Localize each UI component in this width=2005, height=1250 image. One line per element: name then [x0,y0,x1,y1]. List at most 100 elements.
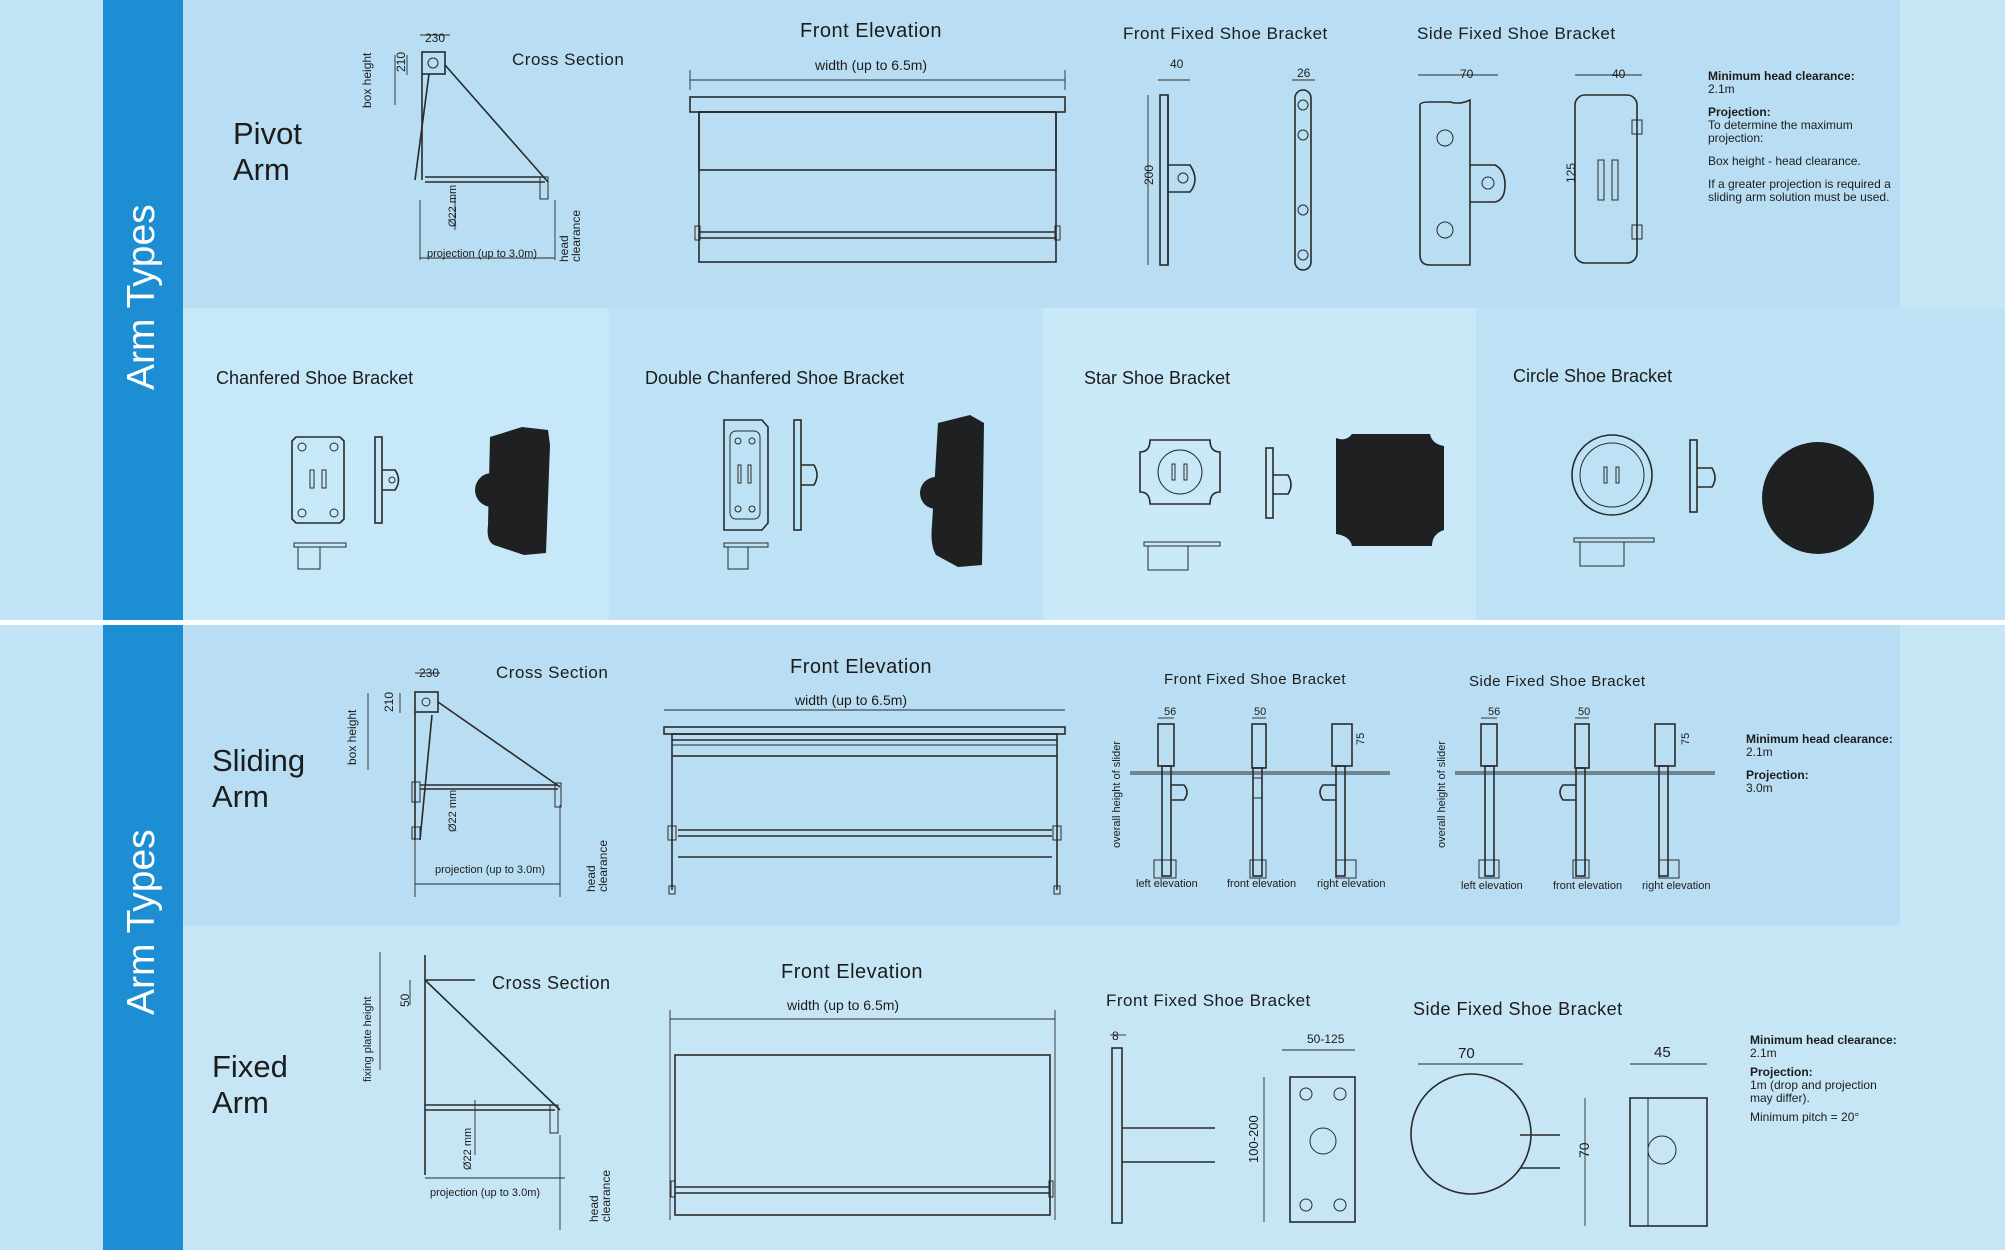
pivot-note-min-head-value: 2.1m [1708,82,1735,96]
fixed-dim-50: 50 [398,993,412,1007]
sliding-front-elevation-drawing [663,709,1066,895]
fixed-plate-height: fixing plate height [362,996,374,1082]
fixed-front-bracket-drawing [1110,1034,1356,1224]
pivot-note-projection-title: Projection: [1708,105,1771,119]
pivot-dim-125: 125 [1564,162,1578,183]
fixed-dim-50-125: 50-125 [1307,1032,1345,1046]
sliding-width-label: width (up to 6.5m) [795,692,908,708]
fixed-dim-70b: 70 [1576,1142,1592,1158]
fixed-note-projection-text: 1m (drop and projection may differ). [1750,1078,1877,1105]
pivot-dim-200: 200 [1142,164,1156,185]
fixed-side-bracket-title: Side Fixed Shoe Bracket [1413,999,1623,1019]
fixed-notes: Minimum head clearance:2.1m Projection:1… [1750,1034,1900,1134]
pivot-note-greater: If a greater projection is required a sl… [1708,177,1891,204]
fixed-panel [183,925,2005,1250]
circle-bracket-drawing [1571,434,1874,567]
sliding-front-elevation: front elevation [1227,878,1297,890]
fixed-front-elevation-drawing [669,1010,1056,1220]
sliding-side-right-elevation: right elevation [1642,880,1711,892]
pivot-dim-40: 40 [1170,57,1184,71]
sidebar-bottom [103,625,183,1250]
fixed-note-min-head-title: Minimum head clearance: [1750,1033,1897,1047]
fixed-front-bracket-title: Front Fixed Shoe Bracket [1106,991,1311,1010]
page-margin-left [0,0,103,1250]
sliding-arm-title: Sliding Arm [212,743,306,814]
sliding-side-dim-56: 56 [1488,706,1501,718]
pivot-cross-section-drawing [394,34,556,260]
sliding-left-elevation: left elevation [1136,878,1198,890]
fixed-dia-22: Ø22 mm [462,1127,474,1170]
sliding-panel [183,625,1900,925]
pivot-cross-section-title: Cross Section [512,50,625,69]
sliding-note-min-head-value: 2.1m [1746,745,1773,759]
sliding-side-front-elevation: front elevation [1553,880,1623,892]
pivot-dim-230: 230 [425,31,446,45]
sliding-dia-22: Ø22 mm [447,789,459,832]
pivot-panel [183,0,1900,308]
fixed-head-clearance: head clearance [587,1169,613,1222]
sliding-head-clearance: head clearance [584,839,610,892]
fixed-arm-title: Fixed Arm [212,1049,288,1120]
sliding-dim-230: 230 [419,666,440,680]
fixed-side-bracket-drawing [1410,1063,1708,1227]
pivot-note-formula: Box height - head clearance. [1708,154,1861,168]
sliding-dim-210: 210 [382,691,396,712]
fixed-cross-section-title: Cross Section [492,973,611,993]
white-divider [0,620,2005,625]
sliding-note-projection-value: 3.0m [1746,781,1773,795]
bracket-panel-4 [1476,308,2005,620]
sliding-right-elevation: right elevation [1317,878,1386,890]
sidebar-top [103,0,183,620]
pivot-note-min-head-title: Minimum head clearance: [1708,69,1855,83]
sliding-projection: projection (up to 3.0m) [435,864,546,876]
chanfered-bracket-drawing [291,427,550,570]
sliding-dim-75: 75 [1355,732,1367,745]
sliding-dim-50: 50 [1254,706,1267,718]
pivot-dim-26: 26 [1297,66,1311,80]
pivot-front-bracket-drawing [1147,79,1315,271]
sliding-note-min-head-title: Minimum head clearance: [1746,732,1893,746]
fixed-note-pitch: Minimum pitch = 20° [1750,1110,1860,1124]
sidebar-bottom-label: Arm Types [120,829,163,1015]
sliding-overall-height: overall height of slider [1111,740,1123,848]
sliding-side-bracket-title: Side Fixed Shoe Bracket [1469,673,1646,690]
pivot-width-label: width (up to 6.5m) [815,57,928,73]
fixed-front-elevation-title: Front Elevation [781,961,924,983]
pivot-notes: Minimum head clearance:2.1m Projection:T… [1708,70,1898,214]
shoe-bracket-1-title: Chanfered Shoe Bracket [216,368,414,388]
pivot-front-elevation-title: Front Elevation [800,20,943,42]
fixed-width-label: width (up to 6.5m) [787,997,900,1013]
pivot-front-bracket-title: Front Fixed Shoe Bracket [1123,24,1328,43]
sliding-front-bracket-drawing [1130,717,1390,879]
pivot-side-bracket-drawing [1418,74,1643,266]
shoe-bracket-2-title: Double Chanfered Shoe Bracket [645,368,905,388]
pivot-dim-210: 210 [394,51,408,72]
sliding-side-dim-50: 50 [1578,706,1591,718]
pivot-projection: projection (up to 3.0m) [427,248,538,260]
fixed-note-projection-title: Projection: [1750,1065,1813,1079]
sliding-side-overall-height: overall height of slider [1436,740,1448,848]
sliding-side-dim-75: 75 [1680,732,1692,745]
pivot-dim-70: 70 [1460,67,1474,81]
double-chanfered-bracket-drawing [723,415,984,570]
fixed-dim-8: 8 [1112,1029,1119,1043]
shoe-bracket-3-title: Star Shoe Bracket [1084,368,1231,388]
fixed-dim-70: 70 [1458,1045,1475,1062]
sliding-front-bracket-title: Front Fixed Shoe Bracket [1164,671,1347,688]
sliding-dim-56: 56 [1164,706,1177,718]
pivot-dim-40b: 40 [1612,67,1626,81]
sidebar-top-label: Arm Types [120,204,163,390]
sliding-box-height: box height [345,709,359,765]
sliding-side-left-elevation: left elevation [1461,880,1523,892]
fixed-cross-section-drawing [379,952,565,1230]
fixed-dim-45: 45 [1654,1044,1671,1061]
shoe-bracket-4-title: Circle Shoe Bracket [1513,366,1673,386]
sliding-cross-section-title: Cross Section [496,663,609,682]
pivot-arm-title: Pivot Arm [233,116,302,187]
sliding-note-projection-title: Projection: [1746,768,1809,782]
sliding-front-elevation-title: Front Elevation [790,656,933,678]
pivot-box-height: box height [360,52,374,108]
sliding-cross-section-drawing [367,672,562,897]
sliding-side-bracket-drawing [1455,717,1715,879]
